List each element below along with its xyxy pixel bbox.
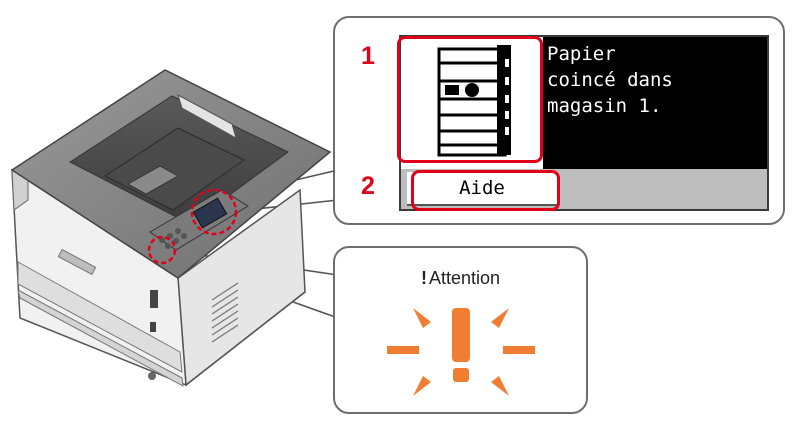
attention-callout: !Attention [333, 246, 588, 414]
lcd-icon-area [401, 37, 543, 169]
lcd-screen: Papier coincé dans magasin 1. Aide [399, 35, 769, 211]
highlight-box-icon [397, 36, 543, 163]
help-key-button[interactable]: Aide [407, 172, 557, 206]
callout-number-1: 1 [361, 42, 375, 70]
lcd-callout: 1 2 [333, 16, 785, 225]
panel-highlight-circles [147, 188, 238, 265]
paper-tray-icon [437, 45, 511, 157]
attention-indicator-icon [387, 308, 535, 396]
attention-text: Attention [428, 268, 501, 288]
lcd-help-bar: Aide [401, 169, 767, 209]
callout-number-2: 2 [361, 172, 375, 200]
highlight-box-help-key [411, 170, 560, 211]
attention-label: !Attention [335, 268, 586, 289]
attention-mark: ! [420, 268, 427, 288]
printer-body [10, 69, 332, 387]
lcd-message: Papier coincé dans magasin 1. [543, 37, 767, 169]
